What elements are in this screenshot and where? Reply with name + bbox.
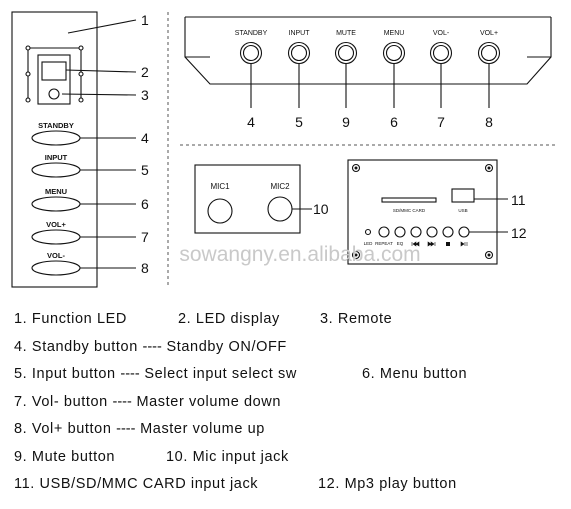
stop-icon xyxy=(446,242,450,246)
legend-remote-text: 3. Remote xyxy=(320,311,393,327)
top-label-volplus: VOL+ xyxy=(480,30,498,37)
legend-mute-button-text: 9. Mute button xyxy=(14,449,116,465)
side-label-menu: MENU xyxy=(45,187,67,196)
legend-input-desc: Select input select sw xyxy=(144,366,297,382)
mp3-transport-icons xyxy=(411,241,468,247)
legend-volminus-button: 7. Vol- button xyxy=(14,394,108,410)
legend-mic-jack: 10. Mic input jack xyxy=(166,449,289,465)
callout-top-8: 8 xyxy=(485,114,493,130)
next-icon xyxy=(427,241,436,247)
previous-icon xyxy=(411,241,420,247)
mp3-prev-button[interactable] xyxy=(410,226,422,238)
top-label-volminus: VOL- xyxy=(433,30,450,37)
callout-side-7: 7 xyxy=(141,229,149,245)
legend-function-led: 1. Function LED xyxy=(14,311,127,327)
callout-mic: 10 xyxy=(313,201,329,217)
mic2-label: MIC2 xyxy=(270,182,290,191)
legend-line-3: 5. Input button ---- Select input select… xyxy=(14,366,297,382)
legend-led-display-text: 2. LED display xyxy=(178,311,280,327)
led-label: LED xyxy=(364,241,374,246)
led-display xyxy=(37,54,71,105)
callout-side-5: 5 xyxy=(141,162,149,178)
led-display-screen xyxy=(41,61,67,81)
legend-mic-jack-text: 10. Mic input jack xyxy=(166,449,289,465)
side-panel xyxy=(11,11,137,288)
callout-side-6: 6 xyxy=(141,196,149,212)
top-label-input: INPUT xyxy=(289,30,311,37)
repeat-label: REPEAT xyxy=(375,241,393,246)
legend-volminus-desc: Master volume down xyxy=(136,394,282,410)
mp3-stop-button[interactable] xyxy=(442,226,454,238)
legend-line-5: 8. Vol+ button ---- Master volume up xyxy=(14,421,265,437)
legend-remote: 3. Remote xyxy=(320,311,392,327)
legend-line-2: 4. Standby button ---- Standby ON/OFF xyxy=(14,339,287,355)
callout-side-1: 1 xyxy=(141,12,149,28)
side-label-volplus: VOL+ xyxy=(46,220,66,229)
legend-mute-button: 9. Mute button xyxy=(14,449,115,465)
legend-line-4: 7. Vol- button ---- Master volume down xyxy=(14,394,281,410)
legend-mp3-button: 12. Mp3 play button xyxy=(318,476,457,492)
legend-input-button: 5. Input button xyxy=(14,366,116,382)
side-label-standby: STANDBY xyxy=(38,121,74,130)
usb-port[interactable] xyxy=(451,188,475,203)
legend-separator: ---- xyxy=(112,394,132,410)
mp3-led xyxy=(364,228,372,236)
eq-label: EQ xyxy=(397,241,404,246)
legend-separator: ---- xyxy=(120,366,140,382)
callout-side-3: 3 xyxy=(141,87,149,103)
callout-usb: 11 xyxy=(511,192,526,208)
callout-top-5: 5 xyxy=(295,114,303,130)
mp3-next-button[interactable] xyxy=(426,226,438,238)
callout-mp3: 12 xyxy=(511,225,527,241)
top-label-standby: STANDBY xyxy=(235,30,268,37)
top-label-menu: MENU xyxy=(384,30,405,37)
legend-led-display: 2. LED display xyxy=(178,311,280,327)
legend-standby-button: 4. Standby button xyxy=(14,339,138,355)
watermark: sowangny.en.alibaba.com xyxy=(179,243,420,266)
remote-sensor xyxy=(48,88,60,100)
play-pause-icon xyxy=(460,241,468,247)
legend-line-1: 1. Function LED xyxy=(14,311,127,327)
callout-top-7: 7 xyxy=(437,114,445,130)
legend-separator: ---- xyxy=(142,339,162,355)
legend-separator: ---- xyxy=(116,421,136,437)
top-panel xyxy=(184,16,552,108)
legend-usb-jack: 11. USB/SD/MMC CARD input jack xyxy=(14,476,258,492)
mp3-eq-button[interactable] xyxy=(394,226,406,238)
legend-mp3-button-text: 12. Mp3 play button xyxy=(318,476,457,492)
sd-card-label: SD/MMC CARD xyxy=(393,208,426,213)
mic1-label: MIC1 xyxy=(210,182,230,191)
side-label-volminus: VOL- xyxy=(47,251,65,260)
callout-top-6: 6 xyxy=(390,114,398,130)
mp3-panel xyxy=(347,159,508,265)
callout-side-2: 2 xyxy=(141,64,149,80)
side-panel-body xyxy=(11,11,98,288)
callout-top-4: 4 xyxy=(247,114,255,130)
legend-menu-button-text: 6. Menu button xyxy=(362,366,468,382)
usb-label: USB xyxy=(458,208,467,213)
side-label-input: INPUT xyxy=(45,153,68,162)
callout-side-4: 4 xyxy=(141,130,149,146)
mp3-repeat-button[interactable] xyxy=(378,226,390,238)
legend-standby-desc: Standby ON/OFF xyxy=(166,339,287,355)
legend-menu-button: 6. Menu button xyxy=(362,366,467,382)
top-label-mute: MUTE xyxy=(336,30,356,37)
legend-volplus-button: 8. Vol+ button xyxy=(14,421,112,437)
mic1-jack[interactable] xyxy=(207,198,233,224)
callout-top-9: 9 xyxy=(342,114,350,130)
sd-card-slot[interactable] xyxy=(381,197,437,203)
legend-volplus-desc: Master volume up xyxy=(140,421,265,437)
legend-usb-jack-text: 11. USB/SD/MMC CARD input jack xyxy=(14,476,259,492)
mic-panel xyxy=(194,164,312,234)
callout-side-8: 8 xyxy=(141,260,149,276)
